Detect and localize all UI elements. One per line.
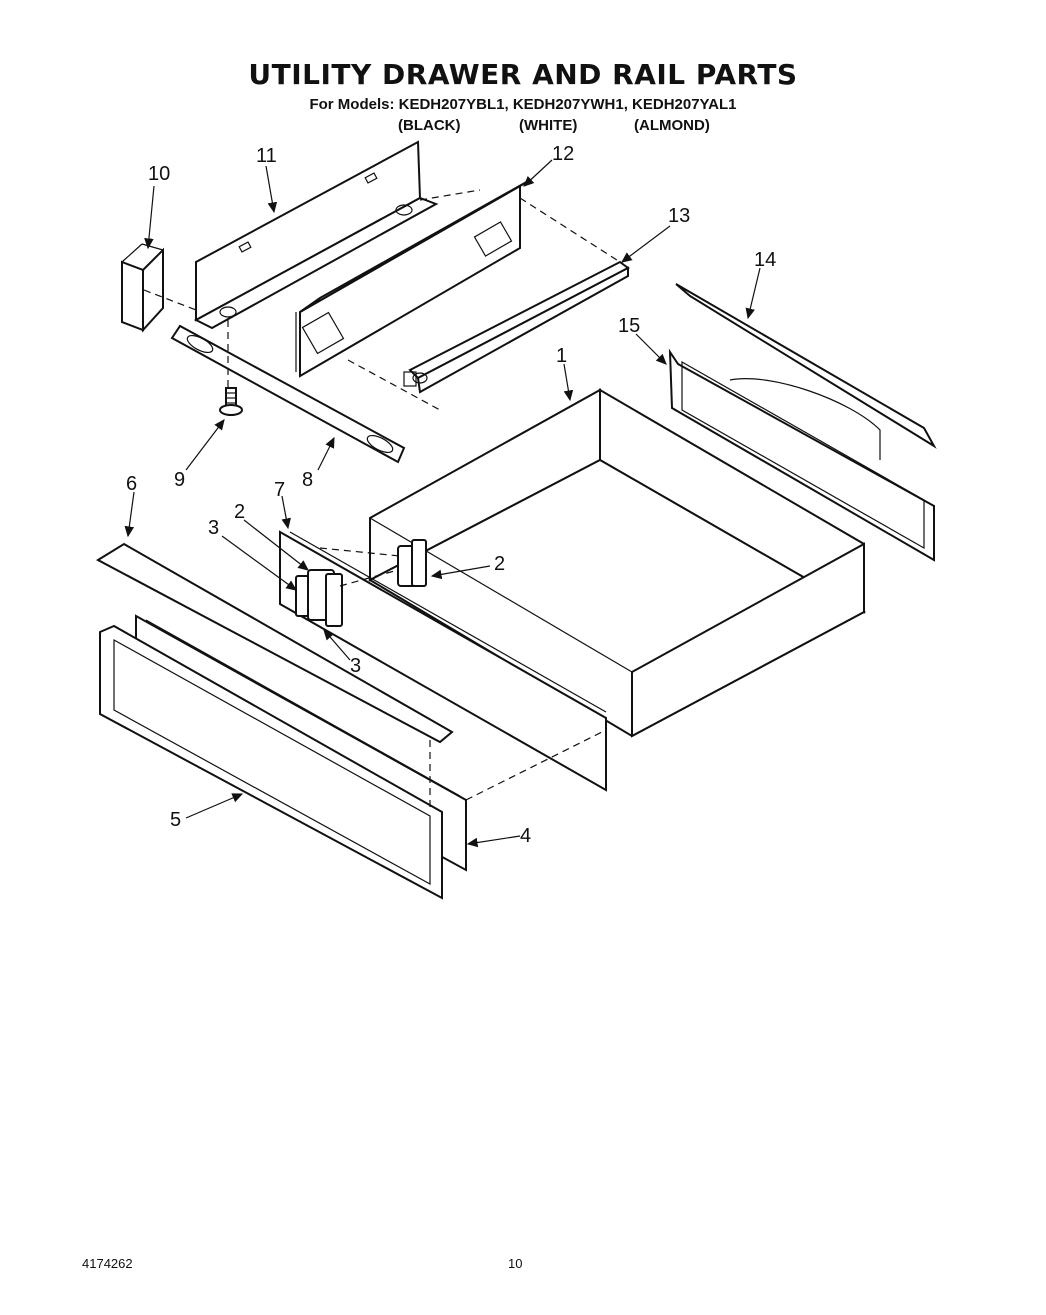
part-12-rail-bracket	[295, 179, 531, 378]
callout-9: 9	[174, 469, 185, 491]
part-7-inner-front-panel	[279, 530, 607, 792]
models-line: For Models: KEDH207YBL1, KEDH207YWH1, KE…	[309, 96, 737, 113]
page-number: 10	[508, 1256, 523, 1271]
callout-1: 1	[556, 345, 567, 367]
callout-3-left: 3	[208, 517, 219, 539]
callout-3-bottom: 3	[350, 655, 361, 677]
callout-6: 6	[126, 473, 137, 495]
color-label-black: (BLACK)	[398, 117, 461, 134]
document-number: 4174262	[82, 1256, 133, 1271]
part-2-hinge-right	[397, 539, 427, 587]
callout-8: 8	[302, 469, 313, 491]
part-8-mounting-strip	[170, 324, 406, 464]
callout-4: 4	[520, 825, 531, 847]
callout-14: 14	[754, 249, 776, 271]
part-15-rear-frame	[668, 348, 935, 562]
part-1-drawer-box	[367, 388, 867, 738]
part-13-slide-rail	[403, 260, 630, 394]
part-10-end-bracket	[121, 243, 164, 333]
assembly-lines	[143, 189, 621, 812]
callout-11: 11	[256, 145, 277, 167]
callout-leaders	[124, 159, 761, 848]
part-9-screw	[219, 387, 243, 416]
part-11-rear-panel	[193, 140, 439, 330]
callout-5: 5	[170, 809, 181, 831]
part-2-3-hinge-left	[295, 569, 343, 627]
callout-7: 7	[274, 479, 285, 501]
color-label-almond: (ALMOND)	[634, 117, 710, 134]
callout-13: 13	[668, 205, 690, 227]
part-6-top-cap	[95, 542, 454, 744]
callout-10: 10	[148, 163, 170, 185]
callout-12: 12	[552, 143, 574, 165]
callout-15: 15	[618, 315, 640, 337]
callout-2-right: 2	[494, 553, 505, 575]
part-5-front-frame	[99, 624, 443, 900]
page-title: UTILITY DRAWER AND RAIL PARTS	[248, 58, 798, 91]
callout-2-left: 2	[234, 501, 245, 523]
callout-labels: 10 11 12 13 14 15 1 9 8 6 7 2 3 3 2 4 5	[126, 143, 776, 847]
color-label-white: (WHITE)	[519, 117, 578, 134]
part-14-top-trim	[675, 283, 937, 449]
